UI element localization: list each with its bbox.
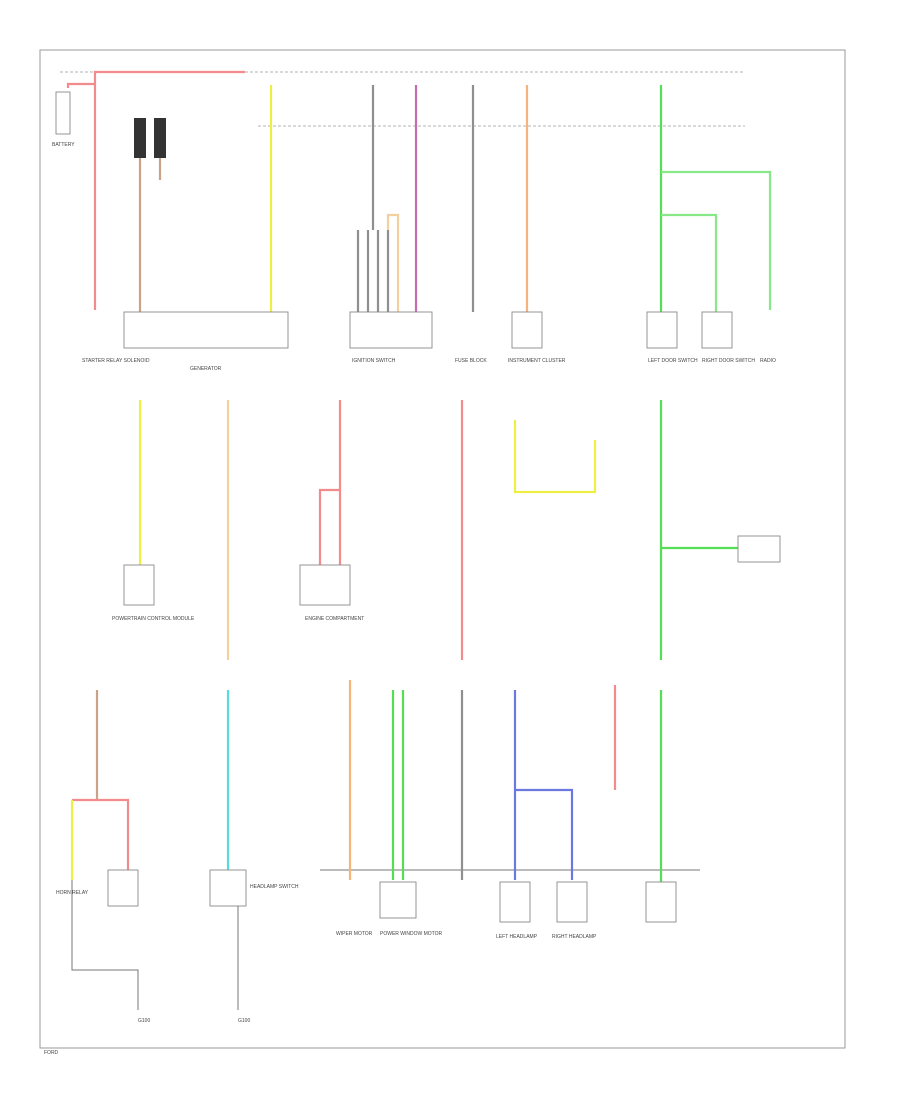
- green-branch-box: [737, 535, 781, 563]
- ignition-switch-box: [349, 311, 433, 349]
- generator-label: GENERATOR: [190, 366, 222, 372]
- bottom-green-box: [645, 881, 677, 923]
- right-door-green-wire: [661, 170, 772, 310]
- fuse-block-label: FUSE BLOCK: [455, 358, 487, 364]
- instrument-cluster-label: INSTRUMENT CLUSTER: [508, 358, 566, 364]
- generator-fusible-link-1: [134, 118, 146, 158]
- right-door-switch-label: RIGHT DOOR SWITCH: [702, 358, 755, 364]
- horn-relay-box: [107, 869, 139, 907]
- headlamp-switch-label: HEADLAMP SWITCH: [250, 884, 299, 890]
- power-window-box: [379, 881, 417, 919]
- horn-relay-label: HORN RELAY: [56, 890, 89, 896]
- radio-label: RADIO: [760, 358, 776, 364]
- left-door-switch-label: LEFT DOOR SWITCH: [648, 358, 698, 364]
- pcm-label: POWERTRAIN CONTROL MODULE: [112, 616, 195, 622]
- ground-label-2: G100: [238, 1018, 250, 1024]
- wiper-motor-label: WIPER MOTOR: [336, 931, 373, 937]
- ignition-tan-wire: [386, 213, 400, 312]
- generator-box: [123, 311, 289, 349]
- power-window-label: POWER WINDOW MOTOR: [380, 931, 443, 937]
- ignition-switch-label: IGNITION SWITCH: [352, 358, 396, 364]
- left-headlamp-label: LEFT HEADLAMP: [496, 934, 538, 940]
- left-door-switch-box: [646, 311, 678, 349]
- bottom-red-wire: [72, 798, 130, 880]
- headlamp-blue-wires: [513, 690, 574, 880]
- battery-symbol: [55, 91, 71, 135]
- engine-compartment-box: [299, 564, 351, 606]
- right-headlamp-box: [556, 881, 588, 923]
- headlamp-switch-box: [209, 869, 247, 907]
- headlamp-yellow-loop: [513, 420, 597, 494]
- bottom-ground-wire: [71, 880, 139, 1010]
- ignition-multi-wire: [356, 230, 390, 312]
- instrument-cluster-box: [511, 311, 543, 349]
- radio-green-wire: [661, 213, 718, 312]
- ground-label-1: G100: [138, 1018, 150, 1024]
- right-door-switch-box: [701, 311, 733, 349]
- engine-compartment-red-wire: [318, 400, 342, 565]
- footer-code: FORD: [44, 1050, 59, 1056]
- engine-compartment-label: ENGINE COMPARTMENT: [305, 616, 364, 622]
- right-headlamp-label: RIGHT HEADLAMP: [552, 934, 597, 940]
- battery-link-wire: [66, 82, 95, 88]
- pcm-box: [123, 564, 155, 606]
- power-window-green-wires: [391, 690, 405, 880]
- starter-relay-label: STARTER RELAY SOLENOID: [82, 358, 150, 364]
- battery-label: BATTERY: [52, 142, 75, 148]
- battery-positive-wire: [93, 70, 245, 310]
- left-headlamp-box: [499, 881, 531, 923]
- diagram-border: [39, 49, 846, 1049]
- generator-fusible-link-2: [154, 118, 166, 158]
